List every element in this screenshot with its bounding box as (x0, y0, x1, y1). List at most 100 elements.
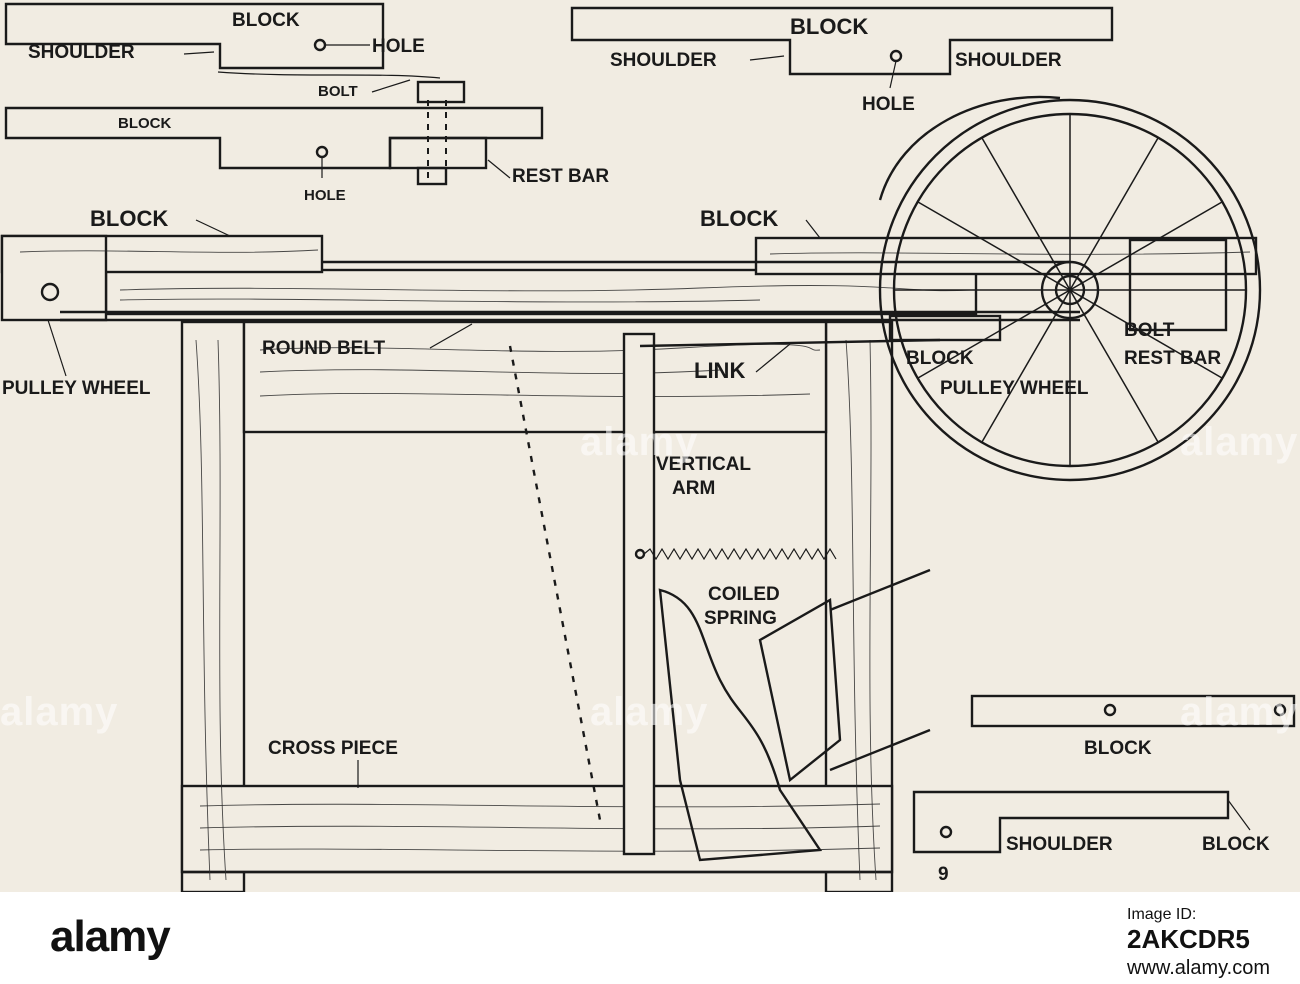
bottom-right-block-detail: BLOCK SHOULDER BLOCK 9 (912, 694, 1296, 885)
leader-line (749, 55, 785, 61)
coiled-spring (643, 547, 837, 561)
hole-mark (889, 49, 903, 63)
rest-bar-label: REST BAR (512, 166, 609, 187)
hole-label: HOLE (372, 36, 425, 57)
top-left-block-detail: BLOCK SHOULDER HOLE (4, 2, 425, 70)
cross-piece (180, 784, 894, 874)
wood-grain (199, 847, 881, 852)
cross-piece-label: CROSS PIECE (268, 738, 398, 759)
shoulder-label: SHOULDER (1006, 834, 1113, 855)
arm-label: ARM (672, 478, 715, 499)
main-labels: BLOCK BLOCK ROUND BELT LINK PULLEY WHEEL… (2, 206, 1221, 788)
workbench-diagram: BLOCK SHOULDER HOLE BOLT BLOCK HOLE REST… (0, 2, 1296, 892)
bolt-head (416, 80, 466, 104)
watermark: alamy (580, 420, 699, 464)
watermark: alamy (590, 690, 709, 734)
treadle-shoe (658, 588, 823, 862)
link-label: LINK (694, 358, 745, 383)
shoulder-label: SHOULDER (28, 42, 135, 63)
pulley-wheel-label: PULLEY WHEEL (940, 378, 1089, 399)
coiled-label: COILED (708, 584, 780, 605)
wood-grain (869, 339, 877, 881)
block-label: BLOCK (1084, 738, 1152, 759)
upper-apron (242, 320, 828, 434)
hole-mark (315, 145, 329, 159)
left-pulley-housing (0, 234, 108, 322)
hole-mark (1273, 703, 1287, 717)
leader-line (889, 60, 897, 89)
treadle-plate (758, 598, 842, 783)
leader-line (755, 343, 791, 373)
block-outline (4, 2, 385, 70)
bolt-label: BOLT (1124, 320, 1175, 341)
wood-grain (259, 392, 811, 398)
leader-line (805, 219, 821, 239)
block-box (888, 314, 1002, 342)
block-label: BLOCK (118, 115, 171, 132)
leader-line (371, 79, 411, 93)
wood-grain (199, 825, 881, 830)
bolt-block-detail: BOLT BLOCK HOLE REST BAR (4, 71, 609, 204)
watermark: alamy (1180, 690, 1299, 734)
image-id: 2AKCDR5 (1127, 924, 1250, 954)
wood-grain (195, 339, 211, 881)
spring-label: SPRING (704, 608, 777, 629)
block-label: BLOCK (1202, 834, 1270, 855)
block-outline (912, 790, 1230, 854)
hole-label: HOLE (862, 94, 915, 115)
watermark: alamy (1180, 420, 1299, 464)
block-label: BLOCK (700, 206, 778, 231)
right-block (754, 236, 1258, 276)
bolt-nut (416, 166, 448, 186)
wood-grain (845, 339, 861, 881)
wood-grain (769, 251, 1251, 255)
leader-line (1227, 799, 1251, 831)
wood-grain (259, 369, 721, 374)
hole-mark (939, 825, 953, 839)
rest-bar-box (1128, 238, 1228, 332)
wood-grain (119, 298, 761, 303)
wood-grain (217, 339, 227, 881)
dashed-arm-swing (508, 345, 602, 821)
curve-line (217, 71, 441, 79)
leader-line (195, 219, 231, 237)
shoulder-label: SHOULDER (955, 50, 1062, 71)
block-label: BLOCK (90, 206, 168, 231)
image-id-label: Image ID: (1127, 906, 1197, 923)
block-label: BLOCK (232, 10, 300, 31)
wood-grain (119, 285, 971, 292)
leader-line (183, 51, 215, 55)
hole-mark (313, 38, 327, 52)
bolt-label: BOLT (318, 83, 358, 100)
drive-wheel (878, 95, 1262, 482)
leader-line (429, 323, 473, 349)
bench-frame (0, 234, 1258, 892)
wood-grain (199, 803, 881, 808)
alamy-logo[interactable]: alamy (50, 912, 171, 961)
wheel-guard (878, 95, 1061, 201)
rest-bar-label: REST BAR (1124, 348, 1221, 369)
wheel-spokes (894, 114, 1246, 466)
image-info: Image ID: 2AKCDR5 www.alamy.com (1127, 906, 1270, 980)
block-outline (970, 694, 1296, 728)
block-outline (570, 6, 1114, 76)
top-center-block-detail: BLOCK SHOULDER SHOULDER HOLE (570, 6, 1114, 115)
image-id-row: Image ID: (1127, 906, 1270, 924)
leader-line (487, 159, 511, 179)
block-label: BLOCK (906, 348, 974, 369)
wood-grain (19, 249, 319, 253)
vertical-arm (622, 332, 656, 856)
treadle-mechanism (508, 332, 941, 862)
round-belt-label: ROUND BELT (262, 338, 386, 359)
left-pulley-axle (40, 282, 60, 302)
watermark: alamy (0, 690, 119, 734)
top-board (104, 268, 978, 316)
hole-mark (1103, 703, 1117, 717)
treadle-lines (829, 568, 931, 772)
shoulder-label: SHOULDER (610, 50, 717, 71)
wheel-rim-outer (878, 98, 1262, 482)
hole-label: HOLE (304, 187, 346, 204)
block-label: BLOCK (790, 14, 868, 39)
site-url[interactable]: www.alamy.com (1127, 957, 1270, 979)
pulley-wheel-label: PULLEY WHEEL (2, 378, 151, 399)
